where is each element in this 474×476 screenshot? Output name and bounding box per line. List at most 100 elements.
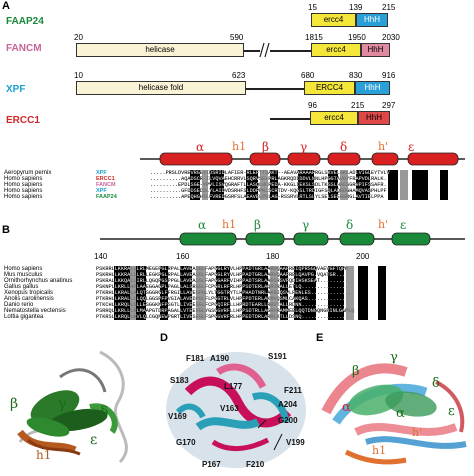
alignment-a-shading <box>190 170 448 200</box>
tag-a-ercc1: ERCC1 <box>96 176 115 182</box>
ruler-b-180: 180 <box>266 252 280 261</box>
res-s183: S183 <box>170 376 189 385</box>
res-f181: F181 <box>186 354 205 363</box>
panel-c-beta: β <box>10 396 19 412</box>
ercc1-num-96: 96 <box>308 101 317 110</box>
ss-b-hprime: h' <box>378 218 389 231</box>
res-f210: F210 <box>246 460 265 469</box>
ss-a-h1: h1 <box>232 140 247 153</box>
alignment-b-row-5: PTKRHLLKRALLLLQQLGGSPFPVGIALAVEDPGLFLPGG… <box>96 296 349 302</box>
fancm-num-20: 20 <box>74 33 83 42</box>
species-b-4: Xenopus tropicalis <box>4 290 54 296</box>
res-v199: V199 <box>286 438 305 447</box>
species-b-8: Lottia gigantea <box>4 314 44 320</box>
panel-a-label: A <box>2 0 10 12</box>
ercc1-nterm-line <box>270 118 310 120</box>
alignment-b-row-3: PSKNPLLKRLLAFLAAEGGAGPLPAGLLALSRSGLFCPGR… <box>96 284 349 290</box>
xpf-linker <box>246 88 304 90</box>
fancm-linker-1 <box>244 50 260 52</box>
alignment-b-row-6: PTKCHLLKRQLLSLLESGGKNFPSGTLLIVEESGLFCPGQ… <box>96 302 346 308</box>
res-s191: S191 <box>268 352 287 361</box>
panel-c-gamma: γ <box>58 396 67 412</box>
fancm-helicase-domain: helicase <box>76 43 244 57</box>
fancm-break-mark <box>259 42 270 58</box>
alignment-b-row-2: PSKRALLKKQALLIRLLQGQPGSPPGLLAVEASSLFAPGG… <box>96 278 349 284</box>
tag-a-faap24: FAAP24 <box>96 194 117 200</box>
tag-a-fancm: FANCM <box>96 182 116 188</box>
panel-e-hprime: h' <box>412 426 423 439</box>
res-g200: G200 <box>278 416 298 425</box>
xpf-num-623: 623 <box>232 71 246 80</box>
alignment-b-shading <box>114 266 386 320</box>
species-b-7: Nematostella vectensis <box>4 308 66 314</box>
species-b-3: Gallus gallus <box>4 284 39 290</box>
alignment-b-row-8: PTKRSLLKRQLLKVLQLCGQNEWPGRTLIVESEGLFSPGG… <box>96 314 349 320</box>
faap24-num-15: 15 <box>308 3 317 12</box>
xpf-helicase-fold-domain: helicase fold <box>76 81 246 95</box>
ruler-b-200: 200 <box>356 252 370 261</box>
panel-e-label: E <box>316 332 324 344</box>
species-a-1: Homo sapiens <box>4 176 43 182</box>
tag-a-xpf-1: XPF <box>96 170 107 176</box>
ss-cartoon-b <box>100 232 465 246</box>
panel-e-beta: β <box>352 364 360 379</box>
res-l177: L177 <box>224 382 243 391</box>
ss-b-gamma: γ <box>302 218 310 232</box>
fancm-num-1815: 1815 <box>305 33 323 42</box>
panel-e-gamma: γ <box>390 350 398 365</box>
species-a-0: Aeropyrum pernix <box>4 170 52 176</box>
ruler-b-160: 160 <box>176 252 190 261</box>
ss-cartoon-a <box>140 152 465 166</box>
xpf-name: XPF <box>6 84 26 95</box>
xpf-hhh-domain: HhH <box>355 81 390 95</box>
ercc1-hhh-domain: HhH <box>358 111 390 125</box>
panel-c-h1: h1 <box>36 448 52 462</box>
alignment-a-row-0: .....PRSLDVREVRGEVIDSRIDLAFIER-RLEFTTSAK… <box>150 170 390 176</box>
ss-b-alpha: α <box>198 218 207 232</box>
faap24-hhh-domain: HhH <box>356 13 388 27</box>
ss-a-alpha: α <box>196 140 205 154</box>
res-g170: G170 <box>176 438 196 447</box>
faap24-num-215: 215 <box>382 3 396 12</box>
panel-c-delta: δ <box>100 404 109 420</box>
ercc1-ercc4-domain: ercc4 <box>310 111 358 125</box>
fancm-num-1950: 1950 <box>348 33 366 42</box>
xpf-ercc4-domain: ERCC4 <box>304 81 355 95</box>
panel-e-epsilon: ε <box>448 404 455 419</box>
res-f211: F211 <box>284 386 302 395</box>
structure-d-image <box>166 352 306 468</box>
faap24-name: FAAP24 <box>6 16 44 27</box>
ss-a-epsilon: ε <box>408 140 415 154</box>
xpf-num-916: 916 <box>382 71 396 80</box>
alignment-b-row-1: PSKRHLLKKRALLLRLLEGKPGLRPALLAVEASGLFAPGG… <box>96 272 349 278</box>
ss-a-delta: δ <box>340 140 348 154</box>
alignment-b-row-0: PSKRRLLKKRALLLRLMEGEPGLRPALLAVEASGLFAPGG… <box>96 266 349 272</box>
fancm-num-2030: 2030 <box>382 33 400 42</box>
ss-b-epsilon: ε <box>400 218 407 232</box>
alignment-a-row-3: ..........GFDDSEDSLYLAIDVDSRHFSLDDPPKLSC… <box>150 188 387 194</box>
xpf-num-10: 10 <box>74 71 83 80</box>
faap24-ercc4-domain: ercc4 <box>311 13 356 27</box>
panel-c-epsilon: ε <box>90 432 98 448</box>
ruler-b-140: 140 <box>94 252 108 261</box>
species-b-1: Mus musculus <box>4 272 43 278</box>
alignment-b-row-7: PSRRQLLKRLLLRLMAAPGTDRPAGALLVTEERGLYGSGG… <box>96 308 355 314</box>
ss-a-hprime: h' <box>378 140 389 153</box>
fancm-hhh-domain: HhH <box>361 43 390 57</box>
res-v163: V163 <box>220 404 239 413</box>
res-v169: V169 <box>168 412 187 421</box>
structure-c-image <box>0 332 155 476</box>
panel-d-label: D <box>160 332 168 344</box>
species-a-4: Homo sapiens <box>4 194 43 200</box>
panel-e-alpha-red: α <box>342 400 351 415</box>
res-a190: A190 <box>210 354 230 363</box>
species-b-2: Ornithorhynchus anatinus <box>4 278 73 284</box>
fancm-linker-2 <box>270 50 311 52</box>
ercc1-num-297: 297 <box>382 101 396 110</box>
ss-b-h1: h1 <box>222 218 237 231</box>
panel-e-delta: δ <box>432 376 440 391</box>
panel-b-label: B <box>2 224 10 236</box>
fancm-ercc4-domain: ercc4 <box>311 43 361 57</box>
panel-e-h1: h1 <box>372 444 387 457</box>
species-b-0: Homo sapiens <box>4 266 43 272</box>
